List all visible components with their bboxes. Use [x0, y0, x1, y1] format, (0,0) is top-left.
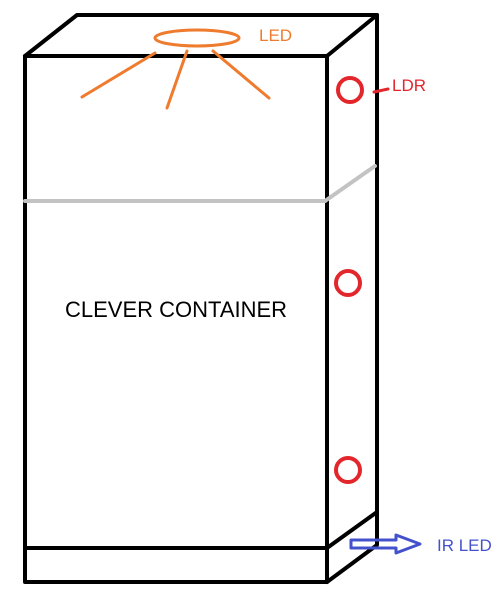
container-title: CLEVER CONTAINER: [65, 297, 288, 322]
led-ray-middle: [165, 49, 189, 110]
led-icon: [80, 28, 271, 110]
ldr-sensors: [334, 76, 390, 484]
container-front-face: [23, 54, 329, 584]
ldr-sensor-top: [336, 76, 364, 104]
ldr-label: LDR: [392, 76, 427, 95]
divider-line: [23, 164, 377, 203]
container-outline: [23, 13, 379, 584]
ldr-sensor-middle: [334, 269, 362, 297]
led-ray-left: [80, 51, 157, 99]
container-top-face: [23, 13, 379, 58]
container-side-face: [325, 13, 379, 584]
ldr-pointer: [372, 87, 390, 94]
ldr-sensor-bottom: [334, 456, 362, 484]
led-ring: [153, 28, 241, 48]
led-label: LED: [259, 26, 293, 45]
ir-led-label: IR LED: [437, 536, 492, 555]
ir-led-arrow-icon: [349, 533, 422, 555]
led-ray-right: [211, 49, 271, 100]
base-side-line: [325, 510, 379, 550]
